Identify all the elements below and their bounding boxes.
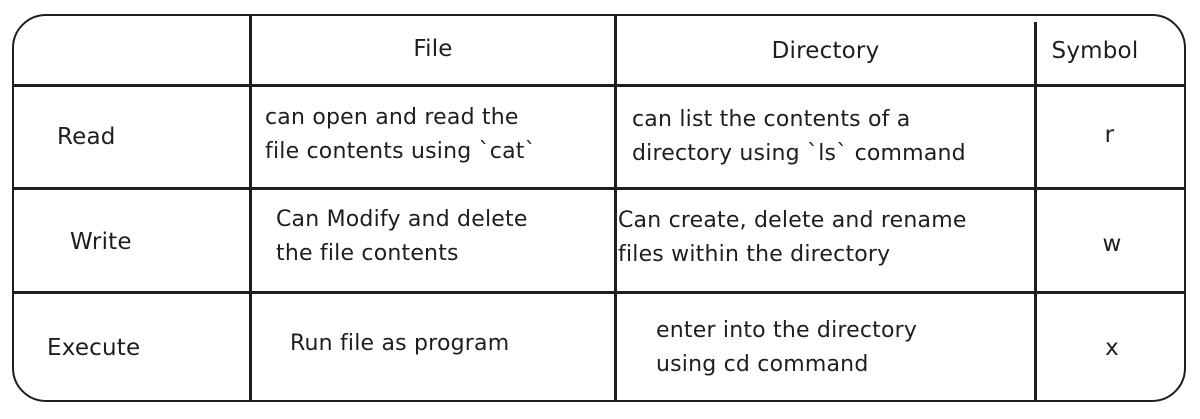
row-execute-permission: Execute	[47, 335, 141, 361]
header-empty	[14, 16, 249, 84]
row-write-symbol: w	[1102, 231, 1122, 257]
row-read-file: can open and read the file contents usin…	[265, 104, 536, 164]
row-divider-2	[13, 187, 1185, 190]
permissions-table-frame	[12, 14, 1186, 402]
header-symbol: Symbol	[1051, 38, 1139, 64]
column-divider-2	[614, 15, 617, 402]
row-write-file: Can Modify and delete the file contents	[276, 207, 528, 266]
row-read-directory: can list the contents of a directory usi…	[632, 107, 966, 166]
header-file: File	[413, 36, 453, 62]
row-divider-3	[13, 291, 1185, 294]
row-divider-1	[13, 84, 1185, 87]
column-divider-3	[1034, 22, 1037, 402]
row-execute-directory: enter into the directory using cd comman…	[656, 318, 918, 377]
row-write-permission: Write	[70, 229, 132, 255]
row-read-symbol: r	[1104, 122, 1115, 148]
column-divider-1	[249, 15, 252, 402]
row-write-directory: Can create, delete and rename files with…	[618, 208, 967, 267]
row-execute-symbol: x	[1105, 335, 1119, 361]
header-directory: Directory	[771, 38, 880, 64]
row-execute-file: Run file as program	[290, 331, 510, 356]
row-read-permission: Read	[57, 124, 116, 150]
